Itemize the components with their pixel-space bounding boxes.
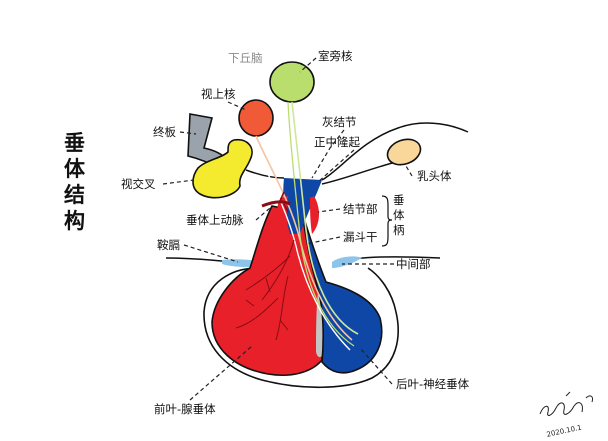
label-diaphragma-sellae: 鞍膈 <box>157 238 180 252</box>
label-infundibular-stem: 漏斗干 <box>343 230 378 244</box>
label-mammillary-body: 乳头体 <box>417 169 452 183</box>
optic-chiasm <box>192 138 253 199</box>
pars-tuberalis-left <box>277 196 290 236</box>
label-pituitary-stalk-char-1: 垂 <box>393 193 405 207</box>
label-tuber-cinereum: 灰结节 <box>322 115 357 129</box>
label-pituitary-stalk-char-2: 体 <box>393 208 405 222</box>
leader-lines <box>162 57 413 401</box>
title-char-2: 体 <box>64 157 86 181</box>
title-char-4: 构 <box>64 209 85 233</box>
supraoptic-nucleus <box>238 99 274 137</box>
stalk-bracket <box>381 195 393 247</box>
label-pars-intermedia: 中间部 <box>396 257 431 271</box>
hypothalamic-floor-left <box>245 169 285 179</box>
signature-date: 2020.10.1 <box>546 424 583 439</box>
paraventricular-nucleus <box>269 61 315 103</box>
nerve-fibre-po-2 <box>249 135 351 351</box>
nerve-fibre-pv-1 <box>291 101 359 335</box>
posterior-lobe <box>301 211 383 374</box>
title-char-3: 结 <box>64 183 85 207</box>
portal-vessels <box>235 239 295 341</box>
superior-hypophyseal-artery <box>261 200 291 208</box>
diagram-title: 垂 体 结 构 <box>64 131 86 233</box>
artery-branch <box>279 191 289 213</box>
label-hypothalamus: 下丘脑 <box>228 51 263 65</box>
label-anterior-lobe: 前叶-腺垂体 <box>154 402 216 416</box>
label-pituitary-stalk-char-3: 柄 <box>393 223 405 237</box>
label-supraoptic-nucleus: 视上核 <box>201 87 236 101</box>
csf-space-right <box>332 256 362 268</box>
mammillary-body <box>386 138 422 166</box>
hypothalamic-floor-right-lower <box>321 161 397 185</box>
title-char-1: 垂 <box>64 131 85 155</box>
label-paraventricular-nucleus: 室旁核 <box>318 49 353 63</box>
label-optic-chiasm: 视交叉 <box>121 177 156 191</box>
label-superior-hypophyseal-artery: 垂体上动脉 <box>186 213 244 227</box>
pars-tuberalis-right <box>310 196 319 234</box>
label-pars-tuberalis: 结节部 <box>343 202 378 216</box>
label-median-eminence: 正中隆起 <box>314 135 360 149</box>
signature-scribble <box>539 391 593 416</box>
label-lamina-terminalis: 终板 <box>153 125 176 139</box>
nerve-fibre-pv-2 <box>287 101 355 347</box>
label-posterior-lobe: 后叶-神经垂体 <box>396 377 470 391</box>
hypothalamic-floor-right <box>321 122 469 181</box>
